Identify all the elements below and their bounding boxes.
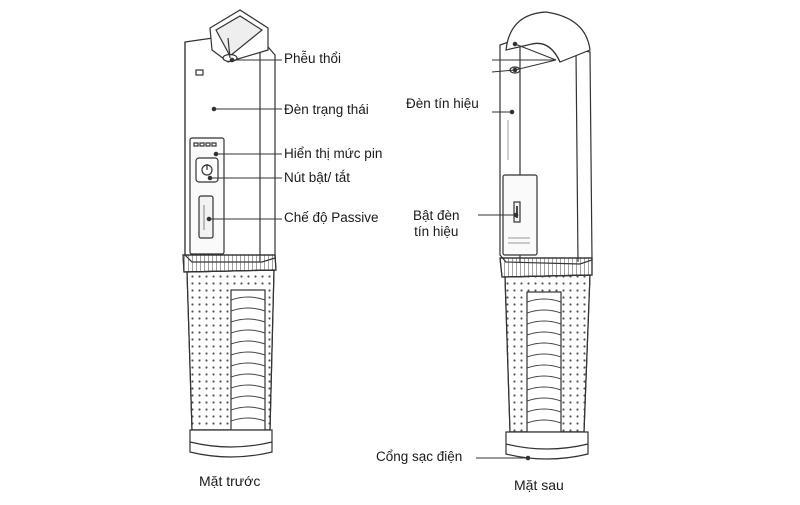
label-passive-mode: Chế độ Passive (284, 210, 379, 225)
label-charging-port: Cổng sạc điện (376, 449, 463, 464)
label-status-light: Đèn trạng thái (284, 102, 369, 117)
caption-back: Mặt sau (514, 477, 564, 493)
label-battery-indicator: Hiển thị mức pin (284, 146, 383, 161)
front-leader-lines (206, 57, 282, 222)
label-power-button: Nút bật/ tắt (284, 170, 351, 185)
label-signal-switch-line1: Bật đèn (413, 208, 460, 223)
label-signal-switch-line2: tín hiệu (414, 224, 459, 239)
passive-mode-icon (198, 195, 214, 239)
front-device (182, 9, 277, 458)
signal-light-cap-icon (505, 11, 591, 74)
power-button-icon (195, 157, 219, 183)
label-signal-switch: Bật đèn tín hiệu (413, 208, 460, 240)
battery-indicator-icon (193, 142, 217, 147)
mouthpiece-icon (209, 9, 269, 63)
caption-front: Mặt trước (199, 473, 261, 489)
label-mouthpiece: Phễu thổi (284, 51, 342, 66)
back-leader-lines (476, 41, 557, 461)
label-signal-light: Đèn tín hiệu (406, 96, 479, 111)
status-light-icon (195, 69, 204, 76)
back-device (499, 11, 593, 460)
